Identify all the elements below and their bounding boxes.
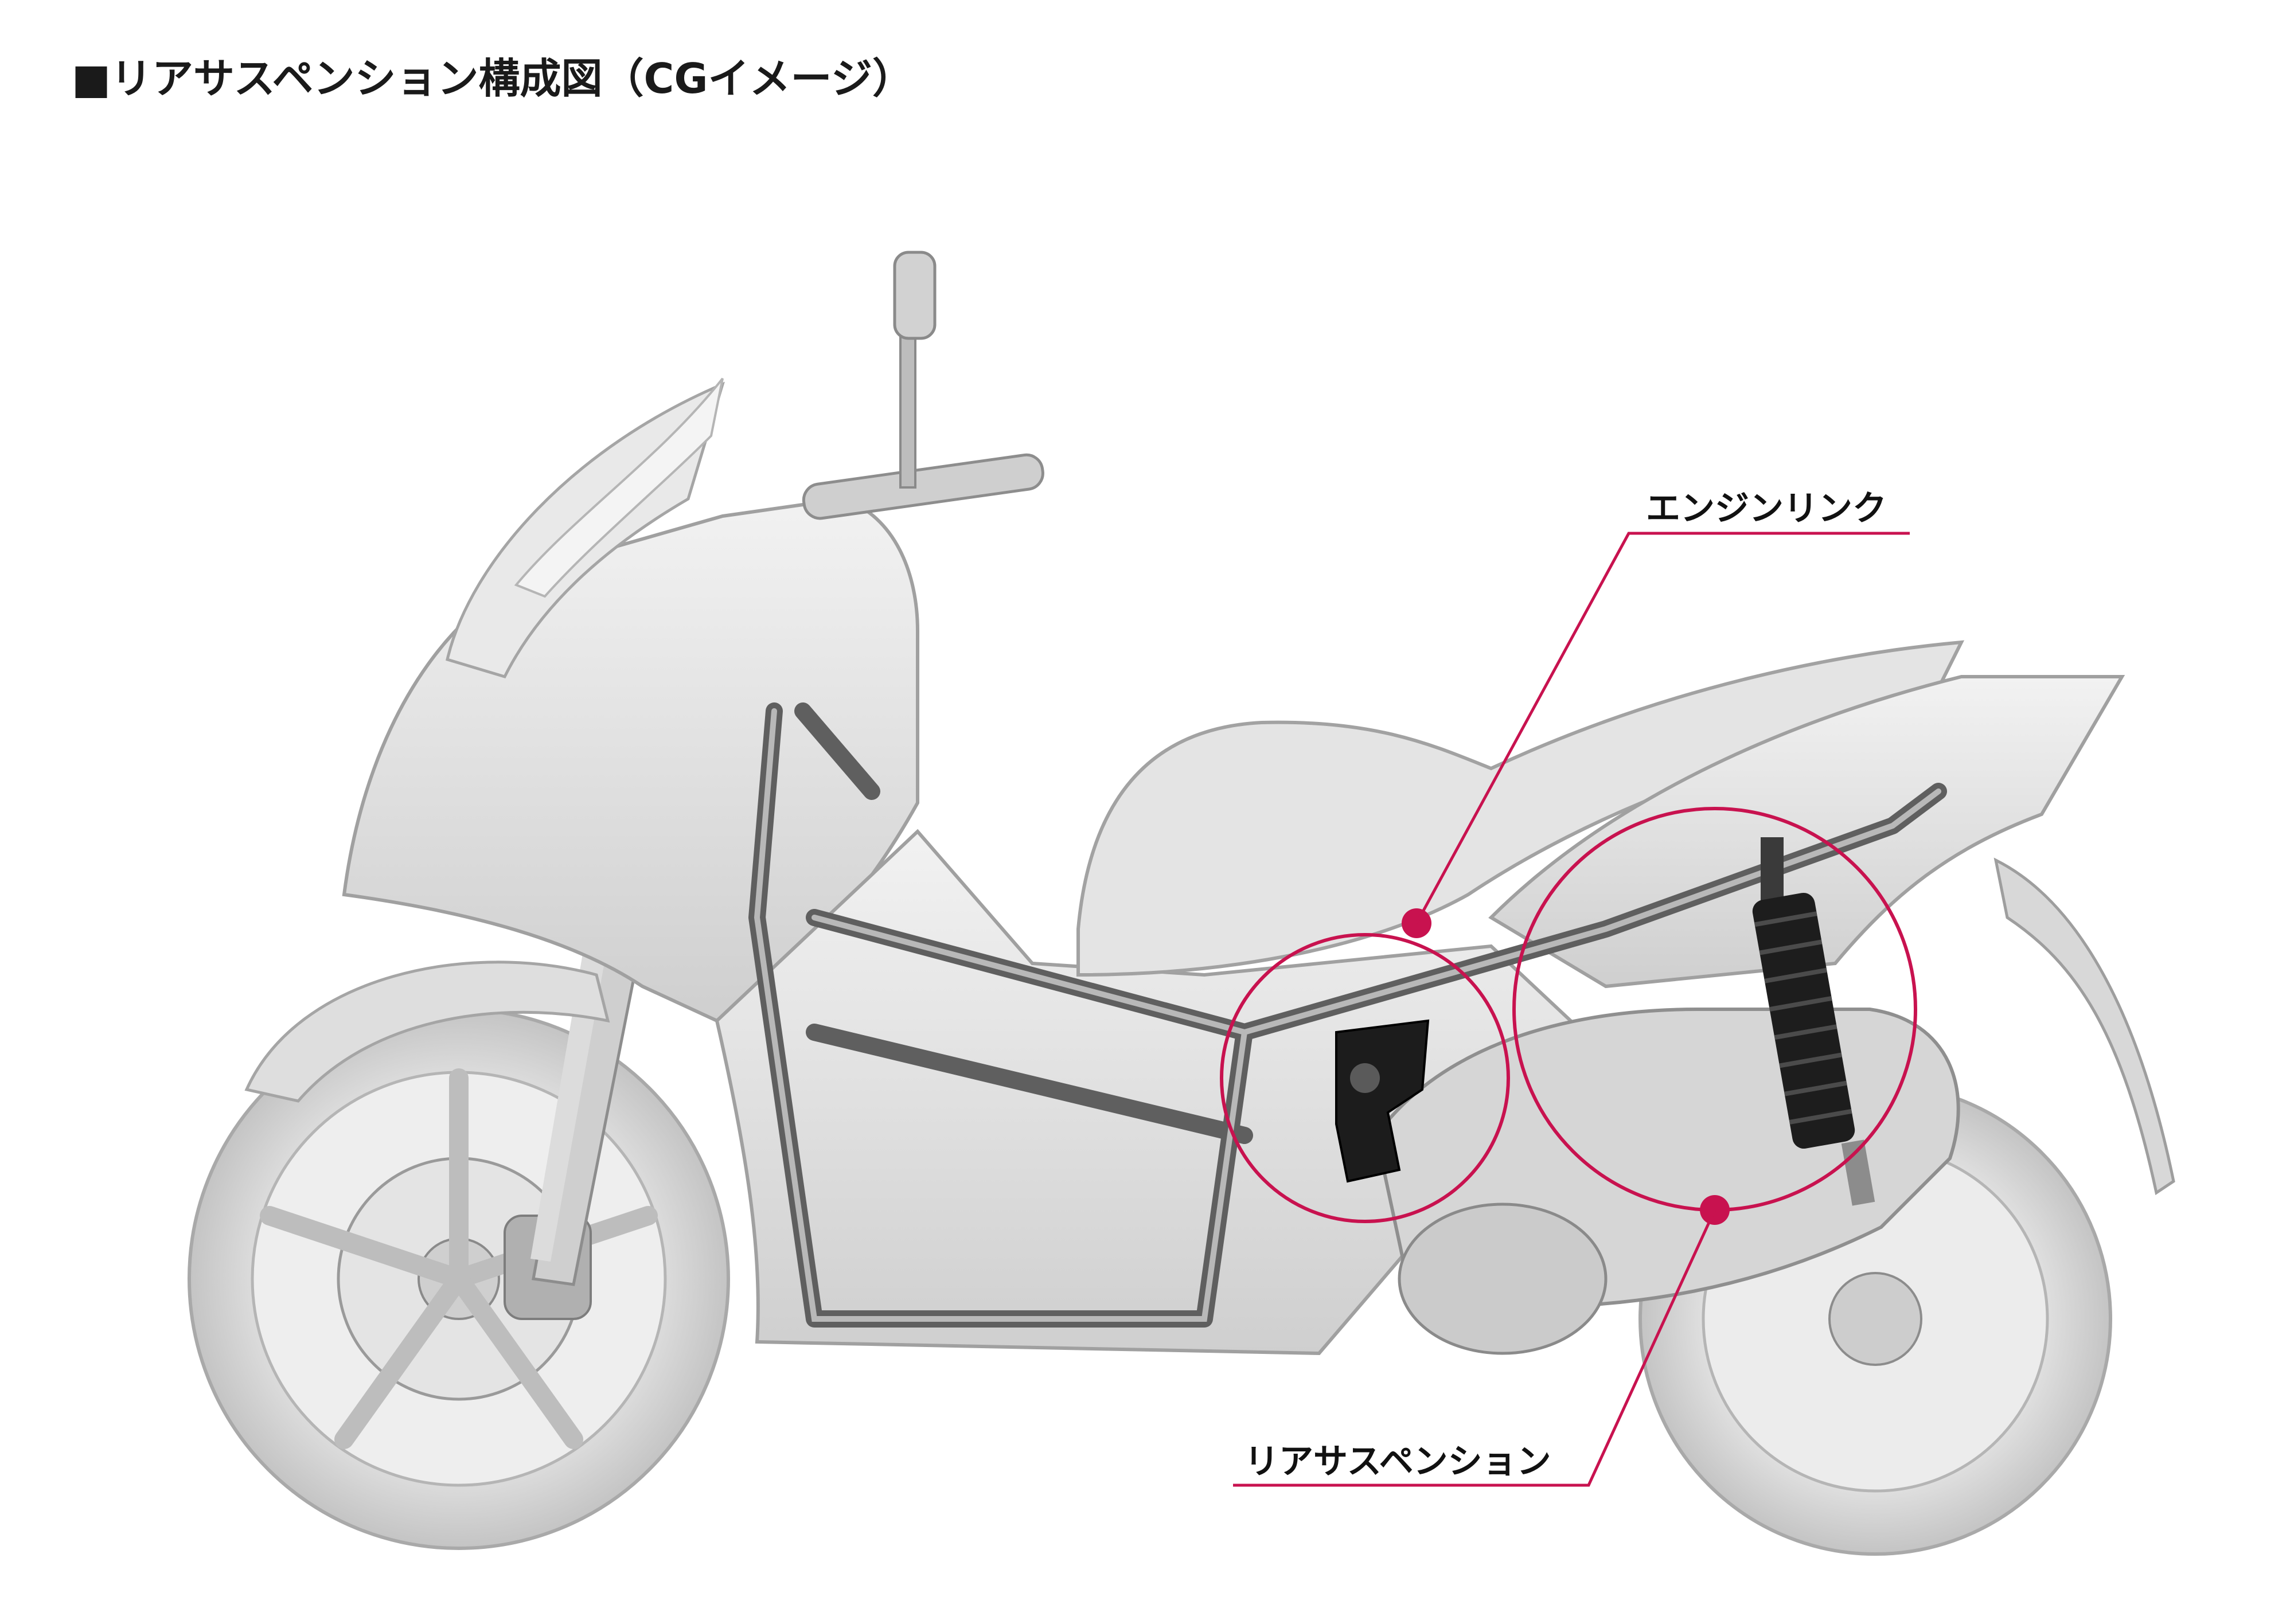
front-fender xyxy=(244,961,610,1103)
callout-engine-link xyxy=(1220,532,1910,1223)
page-title: ■リアサスペンション構成図（CGイメージ） xyxy=(72,54,914,103)
callout-rear-suspension xyxy=(1233,807,1917,1487)
rear-fender xyxy=(1993,857,2175,1196)
mirror xyxy=(893,251,937,340)
rear-suspension-leader xyxy=(1233,1209,1716,1487)
windscreen-upper xyxy=(514,377,724,598)
handlebar xyxy=(802,251,1044,520)
engine-cover xyxy=(1398,1203,1608,1355)
engine-link-leader xyxy=(1415,532,1910,924)
rear-shock-absorber xyxy=(1752,837,1875,1206)
frame-highlight xyxy=(754,708,1941,1322)
engine-link-highlight-circle xyxy=(1220,933,1510,1223)
engine-link-part xyxy=(1335,1019,1430,1183)
engine-link-label: エンジンリンク xyxy=(1646,489,1887,529)
rear-suspension-label: リアサスペンション xyxy=(1244,1442,1551,1482)
